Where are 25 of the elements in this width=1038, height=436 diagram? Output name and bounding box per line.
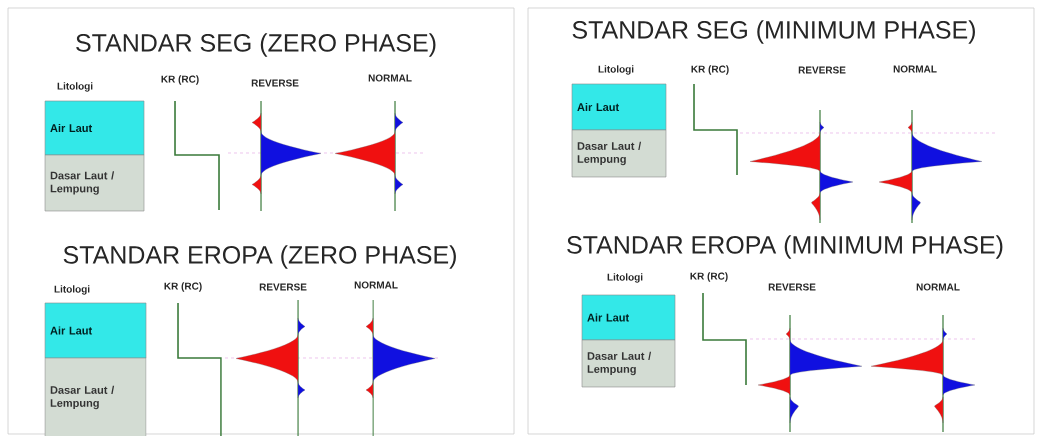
lithology-box: Air Laut xyxy=(44,302,147,359)
column-header: REVERSE xyxy=(251,79,299,87)
panel-title: STANDAR EROPA (ZERO PHASE) xyxy=(63,245,456,269)
column-header: NORMAL xyxy=(368,74,412,82)
column-header: REVERSE xyxy=(768,283,816,291)
column-header: NORMAL xyxy=(916,283,960,291)
column-header: KR (RC) xyxy=(161,75,199,85)
lithology-box: Dasar Laut / Lempung xyxy=(44,357,147,436)
lithology-box: Air Laut xyxy=(581,294,676,341)
column-header: REVERSE xyxy=(259,283,307,291)
lithology-box: Air Laut xyxy=(571,83,667,131)
column-header: KR (RC) xyxy=(164,282,202,292)
lithology-box: Air Laut xyxy=(44,100,145,156)
panel-title: STANDAR SEG (ZERO PHASE) xyxy=(76,33,436,57)
column-header: NORMAL xyxy=(893,65,937,73)
column-header: REVERSE xyxy=(798,66,846,74)
column-header: KR (RC) xyxy=(690,272,728,282)
lithology-box: Dasar Laut / Lempung xyxy=(571,129,667,178)
lithology-box: Dasar Laut / Lempung xyxy=(44,154,145,212)
panel-title: STANDAR EROPA (MINIMUM PHASE) xyxy=(567,235,1003,259)
column-header: Litologi xyxy=(607,273,643,283)
column-header: KR (RC) xyxy=(691,65,729,75)
column-header: NORMAL xyxy=(354,281,398,289)
lithology-box: Dasar Laut / Lempung xyxy=(581,339,676,388)
panel-title: STANDAR SEG (MINIMUM PHASE) xyxy=(572,20,975,44)
